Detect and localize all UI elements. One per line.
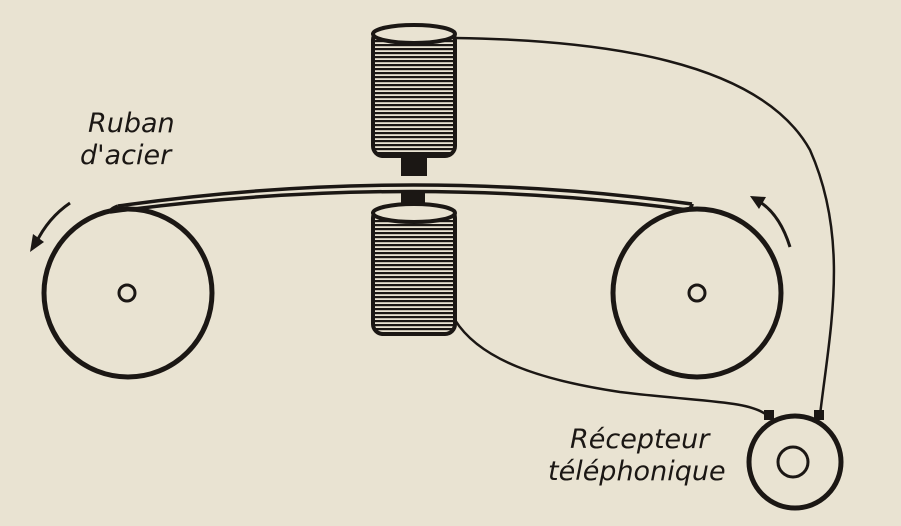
steel-tape-label-line1: Ruban	[88, 108, 175, 139]
lower-electromagnet	[371, 192, 457, 336]
steel-tape-label: Ruban d'acier	[80, 108, 175, 172]
steel-tape-label-line2: d'acier	[80, 140, 172, 171]
receiver-label: Récepteur téléphonique	[548, 424, 726, 488]
right-direction-arrow-icon	[750, 196, 792, 248]
receiver-label-line2: téléphonique	[548, 456, 726, 487]
wire-lower-coil	[453, 319, 769, 417]
right-reel	[610, 206, 784, 380]
left-direction-arrow-icon	[30, 201, 71, 252]
left-reel	[41, 206, 215, 380]
receiver-label-line1: Récepteur	[570, 424, 710, 455]
wire-upper-coil	[454, 36, 836, 416]
upper-electromagnet	[371, 23, 457, 176]
telephone-receiver	[746, 410, 844, 511]
steel-tape	[108, 183, 694, 214]
